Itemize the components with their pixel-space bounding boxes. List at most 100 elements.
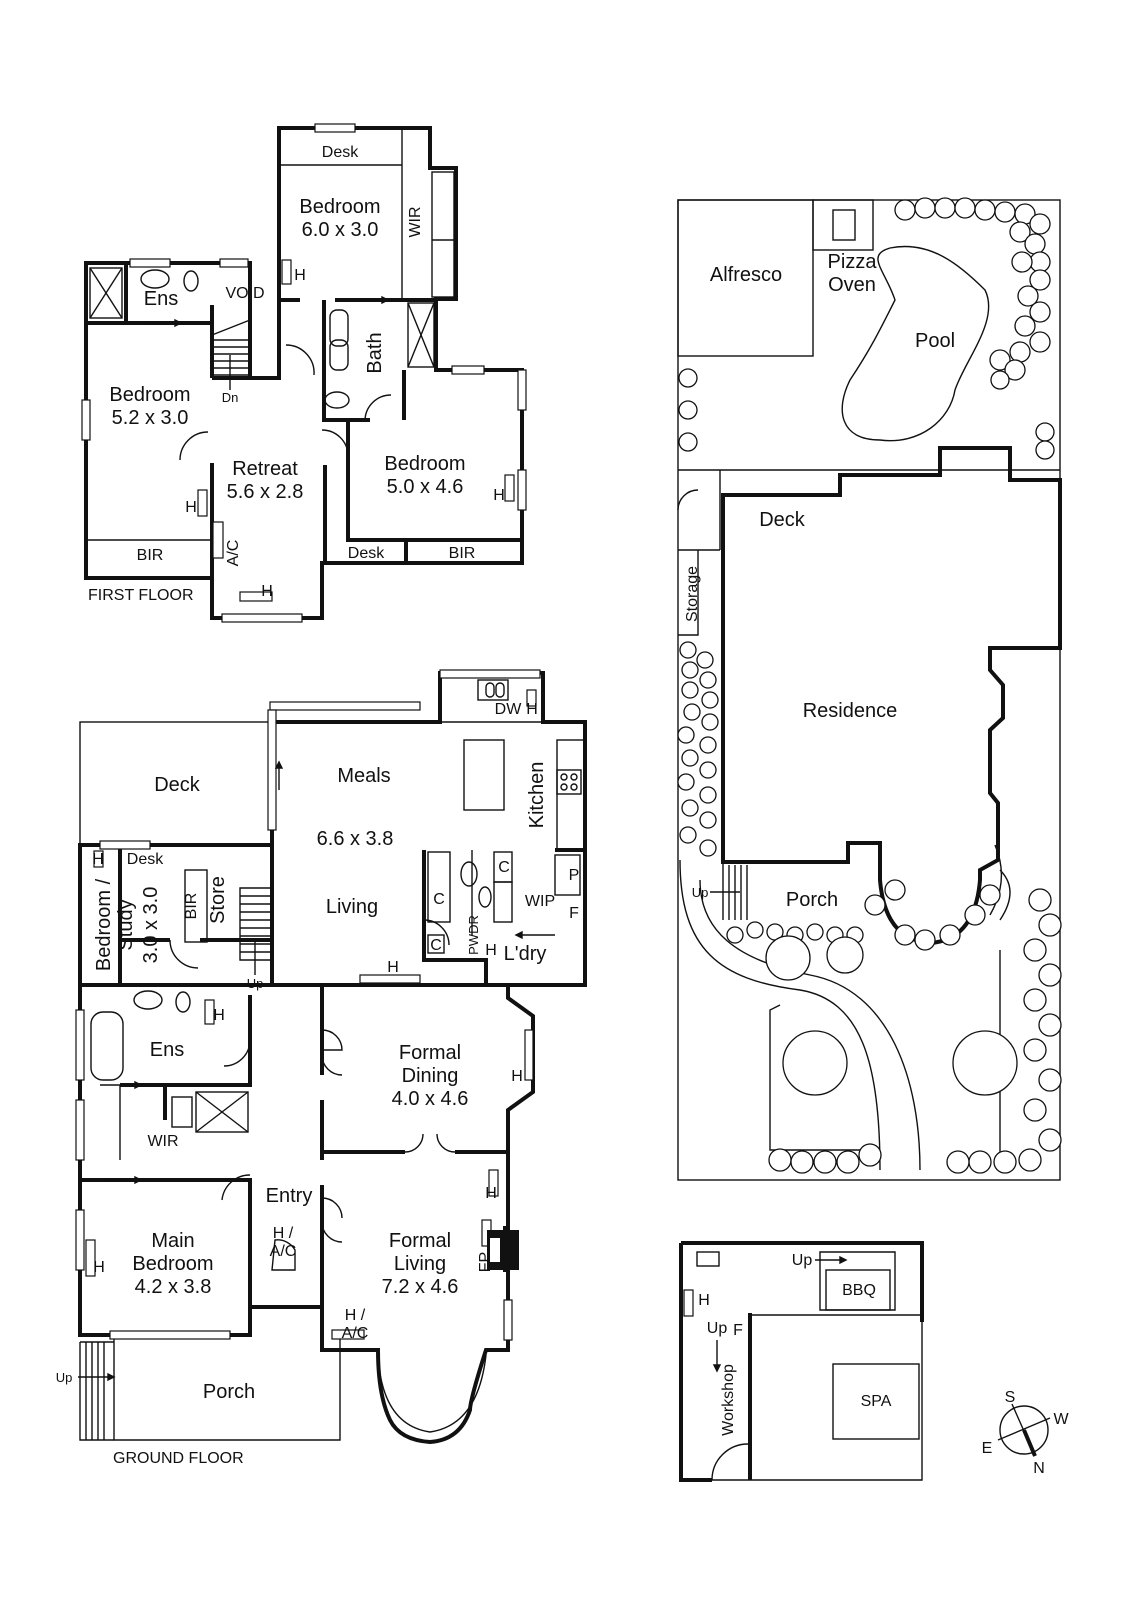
gf-study-line2: Study — [115, 899, 137, 950]
gf-hac2-line2: A/C — [342, 1325, 369, 1342]
ff-bedroom-top-size: 6.0 x 3.0 — [302, 219, 379, 241]
site-alfresco-label: Alfresco — [710, 264, 782, 286]
site-pool — [841, 245, 990, 442]
site-alfresco — [677, 199, 814, 357]
gf-up-label: Up — [247, 976, 264, 991]
gf-hac-line2: A/C — [270, 1243, 297, 1260]
ff-retreat-name: Retreat — [232, 458, 298, 480]
gf-c2: C — [498, 859, 510, 876]
ff-bath-label: Bath — [364, 332, 386, 373]
gf-ldry-label: L'dry — [504, 943, 547, 965]
gf-f-label: F — [569, 905, 579, 922]
site-plan: Alfresco Pizza Oven Pool Deck Storage Re… — [677, 197, 1062, 1181]
gf-caption: GROUND FLOOR — [113, 1450, 244, 1467]
ff-dn-label: Dn — [222, 390, 239, 405]
gf-meals-living-size: 6.6 x 3.8 — [317, 828, 394, 850]
compass-n: N — [1033, 1460, 1045, 1477]
first-floor-outer-wall — [84, 126, 524, 620]
gf-hac2-line1: H / — [345, 1307, 366, 1324]
site-pool-label: Pool — [915, 330, 955, 352]
gf-h-ens: H — [213, 1007, 225, 1024]
gf-h-kitchen: H — [526, 701, 538, 718]
gf-ens-label: Ens — [150, 1039, 184, 1061]
gf-c1: C — [433, 891, 445, 908]
ob-workshop-label: Workshop — [720, 1364, 737, 1436]
gf-entry-label: Entry — [266, 1185, 313, 1207]
ob-f: F — [733, 1322, 743, 1339]
ob-h: H — [698, 1292, 710, 1309]
site-residence-label: Residence — [803, 700, 898, 722]
gf-porch-label: Porch — [203, 1381, 255, 1403]
ff-caption: FIRST FLOOR — [88, 587, 194, 604]
ff-h-right: H — [493, 487, 505, 504]
gf-main-bedroom-line2: Bedroom — [132, 1253, 213, 1275]
ff-bir-left: BIR — [137, 547, 164, 564]
gf-bir-label: BIR — [183, 893, 200, 920]
ob-up1: Up — [792, 1252, 813, 1269]
ff-ens-label: Ens — [144, 288, 178, 310]
ff-bedroom-right-size: 5.0 x 4.6 — [387, 476, 464, 498]
gf-main-bedroom-line1: Main — [151, 1230, 194, 1252]
ff-desk-top-label: Desk — [322, 144, 359, 161]
ff-h-bottom: H — [261, 583, 273, 600]
outbuilding-spa — [832, 1363, 920, 1440]
gf-pwdr-label: PWDR — [466, 915, 481, 955]
compass-ring — [999, 1405, 1049, 1455]
compass-w: W — [1053, 1411, 1069, 1428]
gf-h-main: H — [93, 1259, 105, 1276]
ff-bedroom-right-name: Bedroom — [384, 453, 465, 475]
ff-h-left: H — [185, 499, 197, 516]
first-floor: Desk Bedroom 6.0 x 3.0 WIR H VOID Ens Dn… — [81, 123, 527, 623]
gf-desk-label: Desk — [127, 851, 164, 868]
compass: S W E N — [982, 1389, 1070, 1477]
gf-c3: C — [430, 937, 442, 954]
gf-meals-label: Meals — [337, 765, 390, 787]
gf-formal-dining-size: 4.0 x 4.6 — [392, 1088, 469, 1110]
gf-formal-living-line1: Formal — [389, 1230, 451, 1252]
ff-wir-label: WIR — [407, 206, 424, 237]
gf-wir-label: WIR — [147, 1133, 178, 1150]
gf-study-line1: Bedroom / — [93, 878, 115, 971]
ff-bir-right: BIR — [449, 545, 476, 562]
outbuilding-bbq — [825, 1269, 891, 1311]
site-up-label: Up — [692, 885, 709, 900]
gf-kitchen-label: Kitchen — [526, 762, 548, 829]
site-pizza-line2: Oven — [828, 274, 876, 296]
gf-up-porch: Up — [56, 1370, 73, 1385]
gf-dw-label: DW — [495, 701, 523, 718]
site-trees — [677, 197, 1062, 1174]
gf-main-bedroom-size: 4.2 x 3.8 — [135, 1276, 212, 1298]
gf-h-dining: H — [511, 1068, 523, 1085]
gf-formal-dining-line2: Dining — [402, 1065, 459, 1087]
ff-desk-bottom: Desk — [348, 545, 385, 562]
gf-outer-wall — [78, 671, 587, 1445]
ob-bbq-label: BBQ — [842, 1282, 876, 1299]
gf-porch — [113, 1335, 341, 1441]
compass-e: E — [982, 1440, 993, 1457]
outbuilding: Up BBQ H Up F Workshop SPA — [679, 1241, 924, 1482]
ff-ac-label: A/C — [225, 540, 242, 567]
site-storage-label: Storage — [684, 566, 701, 622]
gf-store-label: Store — [207, 876, 229, 924]
ob-up2: Up — [707, 1320, 728, 1337]
gf-h-living: H — [387, 959, 399, 976]
site-porch-label: Porch — [786, 889, 838, 911]
gf-formal-dining-line1: Formal — [399, 1042, 461, 1064]
gf-wip-label: WIP — [525, 893, 555, 910]
site-pizza-line1: Pizza — [828, 251, 878, 273]
ob-spa-label: SPA — [861, 1393, 892, 1410]
ground-floor: Deck Meals 6.6 x 3.8 Living Kitchen DW H… — [56, 669, 587, 1467]
gf-deck-label: Deck — [154, 774, 201, 796]
gf-h-study: H — [92, 851, 104, 868]
gf-study-size: 3.0 x 3.0 — [140, 887, 162, 964]
ff-bedroom-top-name: Bedroom — [299, 196, 380, 218]
gf-fp-label: FP — [477, 1252, 494, 1272]
gf-h-formal-living: H — [485, 1185, 497, 1202]
gf-living-label: Living — [326, 896, 378, 918]
gf-p-label: P — [569, 867, 580, 884]
gf-h-ldry: H — [485, 942, 497, 959]
ff-void-label: VOID — [225, 285, 264, 302]
ff-bedroom-left-size: 5.2 x 3.0 — [112, 407, 189, 429]
ff-h-top: H — [294, 267, 306, 284]
